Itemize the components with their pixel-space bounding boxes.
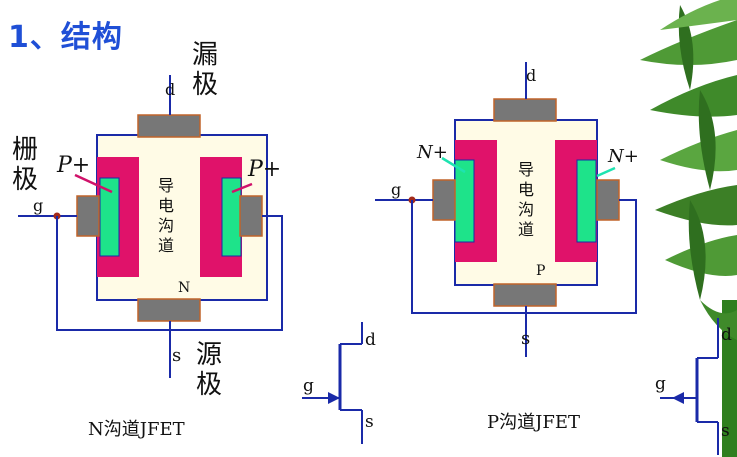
bamboo-leaves-decoration [640,0,737,457]
p-jfet-diagram [375,62,637,357]
p-pin-d: d [526,66,537,85]
n-pin-d: d [165,80,176,99]
n-substrate-label: N [178,280,191,296]
n-gate-label: 栅 极 [12,135,39,195]
p-pin-s: s [521,328,531,349]
n-symbol-pin-g: g [303,376,314,396]
n-jfet-diagram [18,75,283,378]
p-drain-contact [493,98,557,122]
n-left-region-label: P+ [57,153,91,178]
slide-title: 1、结构 [8,20,123,55]
p-right-region-label: N+ [608,146,639,167]
p-left-gate-contact [432,179,456,221]
p-source-contact [493,283,557,307]
p-jfet-symbol [660,318,719,455]
n-source-contact [137,298,201,322]
n-left-gate-contact [76,195,100,237]
p-pin-g: g [391,180,402,199]
n-channel-label: 导电沟道 [158,176,175,255]
n-right-gate-contact [239,195,263,237]
p-channel-label: 导电沟道 [518,160,535,239]
n-jfet-caption: N沟道JFET [88,419,185,440]
p-symbol-arrow-icon [672,392,684,404]
n-left-pointer [74,173,113,194]
n-drain-label: 漏 极 [192,40,219,100]
n-gate-tie-wire [56,215,283,331]
p-substrate-label: P [536,263,546,279]
n-left-depletion [99,177,120,257]
n-symbol-pin-s: s [365,412,374,432]
p-symbol-pin-s: s [721,421,730,441]
n-jfet-symbol [302,322,363,444]
p-gate-tie-wire [411,199,637,314]
p-symbol-pin-g: g [655,374,666,394]
p-left-pointer [441,156,466,174]
n-right-region-label: P+ [248,157,282,182]
n-source-label: 源 极 [196,340,223,400]
n-right-pointer [231,182,253,194]
n-symbol-arrow-icon [328,392,340,404]
p-right-pointer [596,166,616,178]
p-jfet-caption: P沟道JFET [487,412,580,433]
n-symbol-pin-d: d [365,330,376,350]
p-right-gate-contact [596,179,620,221]
n-drain-contact [137,114,201,138]
p-right-depletion [576,159,597,243]
n-pin-g: g [33,196,44,215]
p-left-region-label: N+ [417,142,448,163]
n-pin-s: s [172,345,182,366]
p-symbol-pin-d: d [721,325,732,345]
